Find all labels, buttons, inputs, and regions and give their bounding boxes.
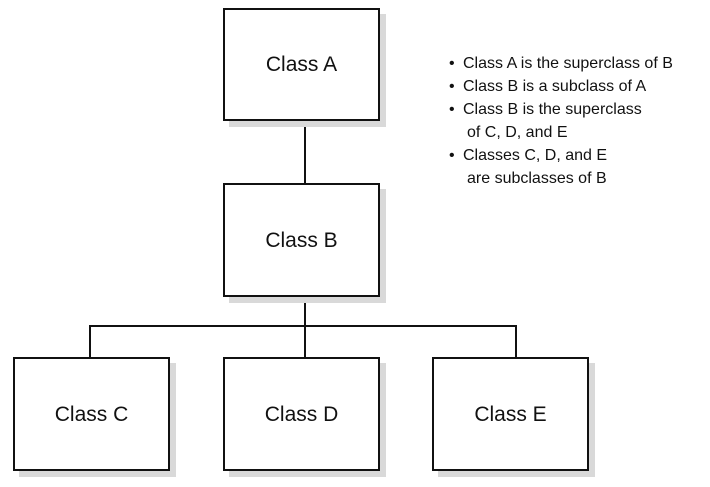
note-line: Class A is the superclass of B <box>463 55 673 72</box>
class-c-box: Class C <box>13 357 170 471</box>
bullet-icon: • <box>449 55 455 72</box>
bullet-icon: • <box>449 101 455 118</box>
note-item: • Class B is a subclass of A <box>449 75 707 98</box>
bullet-icon: • <box>449 147 455 164</box>
class-e-label: Class E <box>474 402 547 426</box>
class-d-label: Class D <box>264 402 339 426</box>
connector-to-class-e <box>515 325 517 358</box>
class-e-box: Class E <box>432 357 589 471</box>
class-d-box: Class D <box>223 357 380 471</box>
note-continuation-line: of C, D, and E <box>467 124 568 141</box>
relationship-notes: • Class A is the superclass of B • Class… <box>449 52 707 190</box>
class-a-box: Class A <box>223 8 380 121</box>
class-c-label: Class C <box>54 402 129 426</box>
connector-a-to-b <box>304 120 306 183</box>
class-a-label: Class A <box>265 53 338 76</box>
note-item: • Classes C, D, and E are subclasses of … <box>449 144 707 190</box>
note-line: Class B is the superclass <box>463 101 642 118</box>
note-line: Classes C, D, and E <box>463 147 608 164</box>
bullet-icon: • <box>449 78 455 95</box>
class-b-box: Class B <box>223 183 380 297</box>
connector-horizontal-bus <box>89 325 517 327</box>
note-item: • Class A is the superclass of B <box>449 52 707 75</box>
note-line: Class B is a subclass of A <box>463 78 647 95</box>
connector-b-down <box>304 296 306 326</box>
note-continuation-line: are subclasses of B <box>467 170 607 187</box>
class-b-label: Class B <box>265 228 338 252</box>
connector-to-class-d <box>304 325 306 358</box>
connector-to-class-c <box>89 325 91 358</box>
note-item: • Class B is the superclass of C, D, and… <box>449 98 707 144</box>
